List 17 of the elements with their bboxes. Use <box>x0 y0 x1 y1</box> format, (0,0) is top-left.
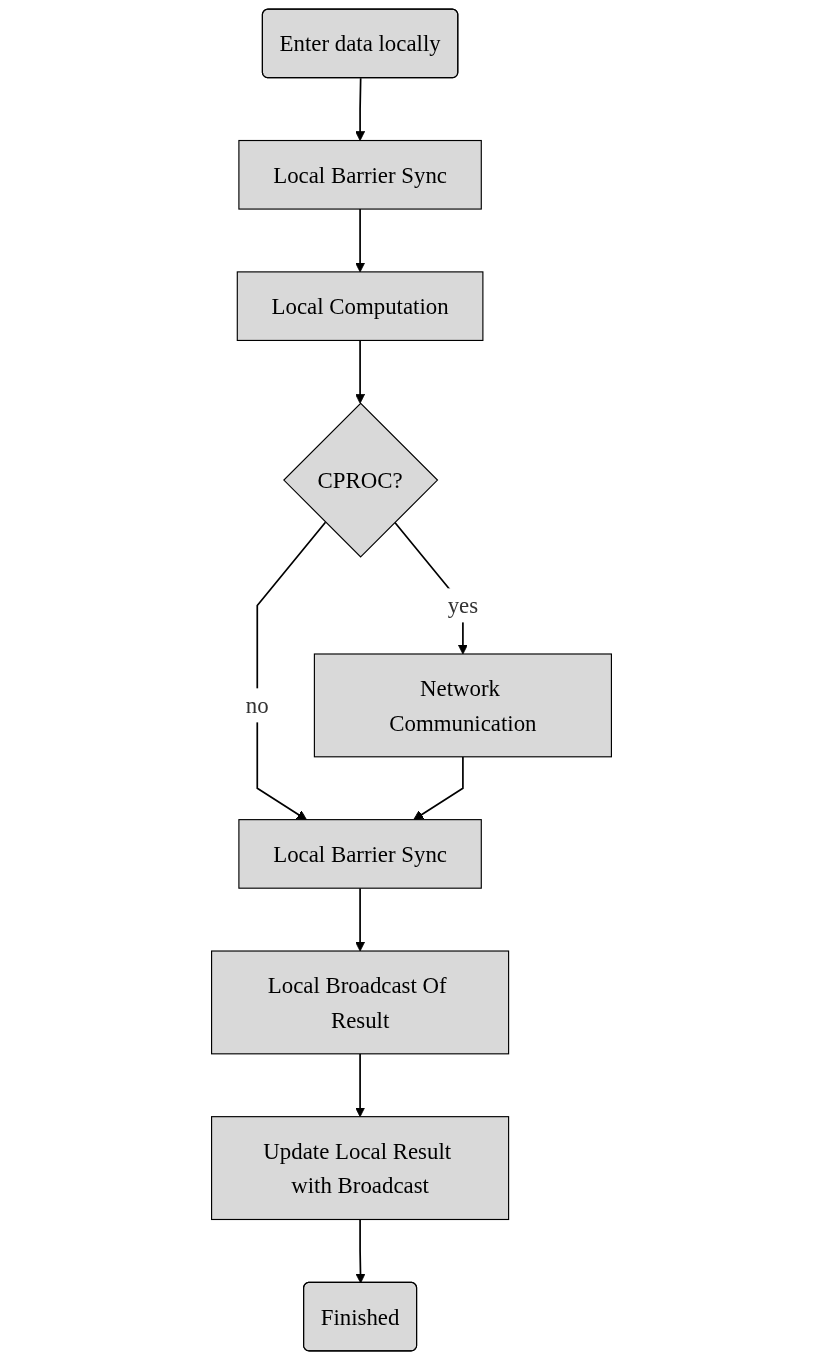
arrow <box>355 208 366 273</box>
node-box: Local Broadcast Of Result <box>211 950 510 1055</box>
arrow <box>413 755 464 821</box>
edge-label: yes <box>447 592 479 619</box>
arrow <box>355 1053 366 1118</box>
arrow <box>256 521 327 821</box>
node-diamond: CPROC? <box>283 402 439 558</box>
edge-label: no <box>245 692 269 718</box>
arrow <box>355 339 366 404</box>
arrow <box>355 77 366 141</box>
arrow <box>355 1218 366 1284</box>
node-box: Update Local Result with Broadcast <box>211 1116 510 1221</box>
node-box: Network Communication <box>313 653 612 758</box>
node-box: Local Computation <box>236 271 484 341</box>
arrow <box>355 887 366 952</box>
node-box: Local Barrier Sync <box>238 139 482 210</box>
node-box: Local Barrier Sync <box>238 819 482 889</box>
